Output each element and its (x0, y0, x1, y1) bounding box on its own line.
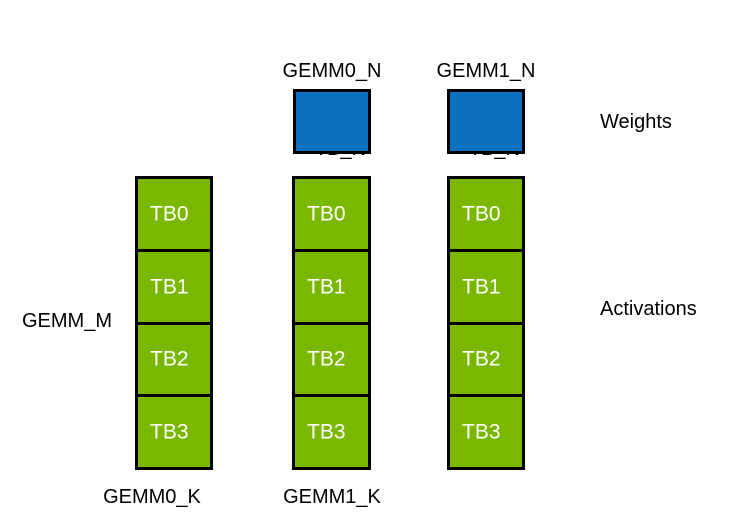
activation-cell[interactable]: TB3 (292, 394, 371, 470)
activation-cell-label: TB0 (462, 202, 501, 226)
gemm1-k-label: GEMM1_K (283, 486, 381, 508)
activation-cell[interactable]: TB3 (135, 394, 213, 470)
activation-cell-label: TB3 (462, 420, 501, 444)
gemm0-weight-tile[interactable] (293, 89, 371, 154)
activation-cell[interactable]: TB3 (447, 394, 525, 470)
gemm1-activation-column: TB0 TB1 TB2 TB3 (447, 176, 525, 470)
gemm-m-label: GEMM_M (22, 310, 112, 332)
activation-cell[interactable]: TB2 (447, 321, 525, 398)
gemm1-weight-tile[interactable] (447, 89, 525, 154)
activation-cell-label: TB2 (462, 347, 501, 371)
activation-cell[interactable]: TB0 (292, 176, 371, 252)
activations-row-label: Activations (600, 298, 697, 320)
activation-cell-label: TB1 (150, 275, 189, 299)
activation-cell-label: TB2 (150, 347, 189, 371)
weights-row-label: Weights (600, 111, 672, 133)
activation-cell[interactable]: TB0 (447, 176, 525, 252)
activation-cell-label: TB3 (307, 420, 346, 444)
activation-cell-label: TB3 (150, 420, 189, 444)
activation-cell[interactable]: TB2 (292, 321, 371, 398)
gemm0-n-header-line1: GEMM0_N (282, 60, 382, 82)
activation-cell[interactable]: TB1 (135, 248, 213, 325)
gemm0-activation-column: TB0 TB1 TB2 TB3 (292, 176, 371, 470)
activation-cell[interactable]: TB1 (292, 248, 371, 325)
gemm1-n-header-line1: GEMM1_N (436, 60, 536, 82)
activation-cell-label: TB1 (307, 275, 346, 299)
activation-cell[interactable]: TB0 (135, 176, 213, 252)
activation-cell[interactable]: TB1 (447, 248, 525, 325)
gemm-m-column: TB0 TB1 TB2 TB3 (135, 176, 213, 470)
activation-cell-label: TB0 (150, 202, 189, 226)
activation-cell[interactable]: TB2 (135, 321, 213, 398)
gemm0-k-label: GEMM0_K (103, 486, 201, 508)
activation-cell-label: TB2 (307, 347, 346, 371)
activation-cell-label: TB0 (307, 202, 346, 226)
activation-cell-label: TB1 (462, 275, 501, 299)
